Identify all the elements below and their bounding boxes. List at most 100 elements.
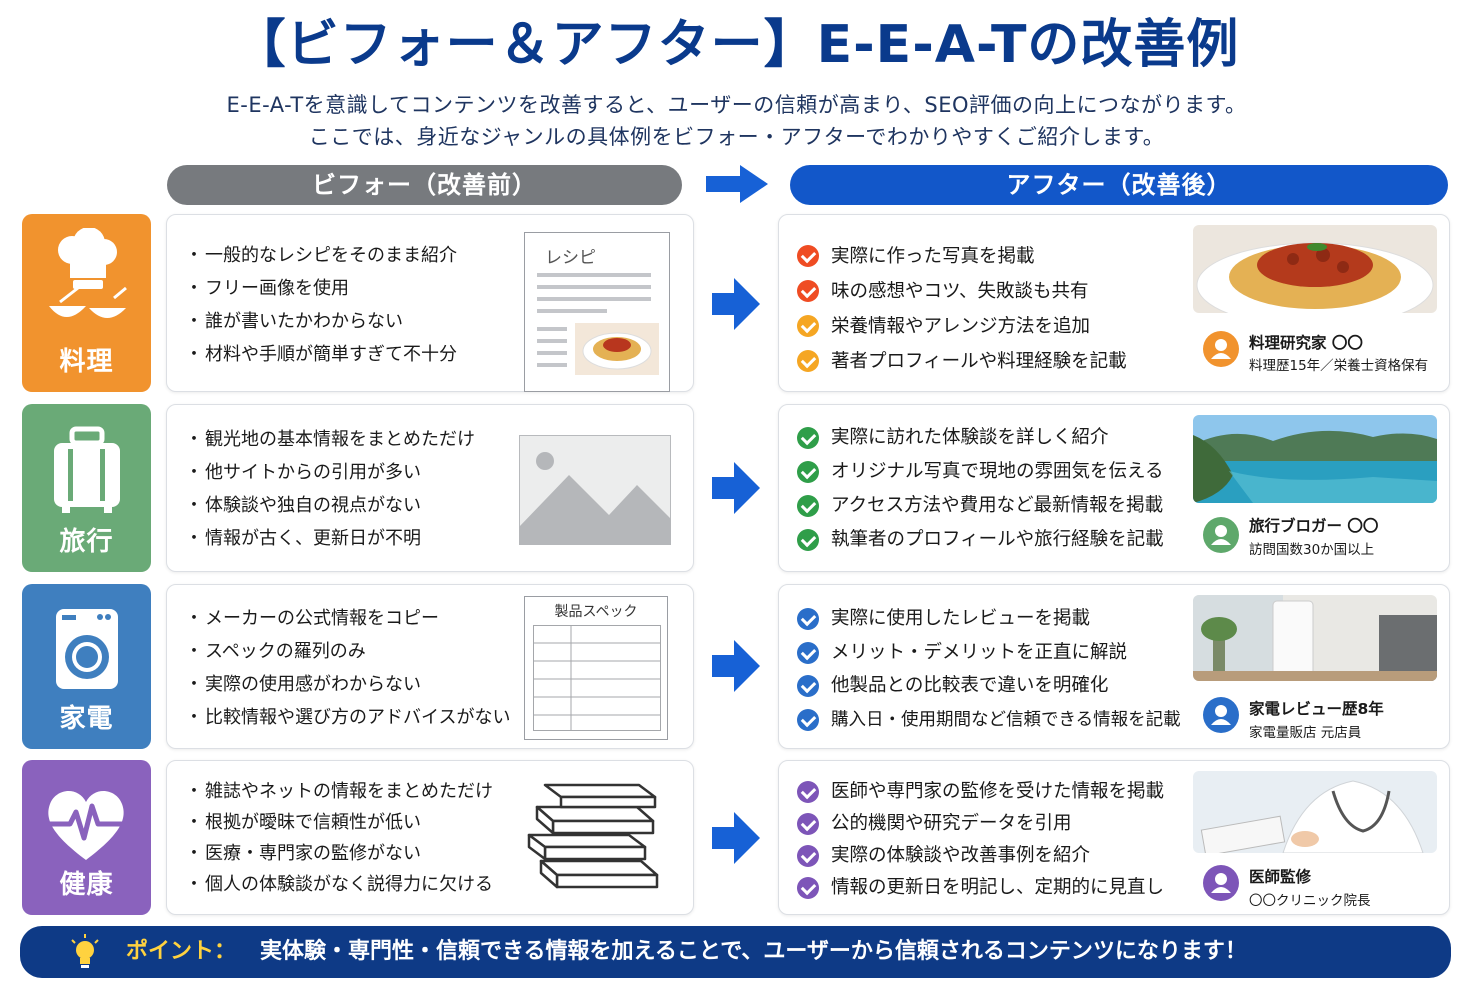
recipe-figure-label: レシピ: [545, 248, 596, 268]
list-item: 個人の体験談がなく説得力に欠ける: [185, 869, 493, 900]
chef-hat-icon: [49, 228, 127, 318]
list-item: 情報の更新日を明記し、定期的に見直し: [797, 872, 1164, 904]
list-item: 観光地の基本情報をまとめただけ: [185, 423, 475, 456]
after-card-travel: 実際に訪れた体験談を詳しく紹介 オリジナル写真で現地の雰囲気を伝える アクセス方…: [778, 404, 1450, 572]
right-arrow-icon: [712, 812, 760, 864]
list-item: 体験談や独自の視点がない: [185, 489, 475, 522]
author-credential: 料理歴15年／栄養士資格保有: [1249, 358, 1429, 374]
check-icon: [797, 641, 819, 664]
author-card: 家電レビュー歴8年 家電量販店 元店員: [1193, 685, 1437, 745]
point-text: 実体験・専門性・信頼できる情報を加えることで、ユーザーから信頼されるコンテンツに…: [260, 939, 1247, 964]
list-item: アクセス方法や費用など最新情報を掲載: [797, 489, 1164, 523]
image-placeholder-icon: [519, 435, 671, 545]
check-icon: [797, 280, 819, 302]
list-item: 雑誌やネットの情報をまとめただけ: [185, 776, 493, 807]
list-item: 著者プロフィールや料理経験を記載: [797, 344, 1127, 379]
check-icon: [797, 461, 819, 483]
category-travel: 旅行: [22, 404, 151, 572]
row-cooking: 料理 一般的なレシピをそのまま紹介 フリー画像を使用 誰が書いたかわからない 材…: [0, 214, 1473, 394]
right-arrow-icon: [712, 278, 760, 330]
list-item: 執筆者のプロフィールや旅行経験を記載: [797, 523, 1164, 557]
category-label: 健康: [59, 870, 114, 900]
before-card-travel: 観光地の基本情報をまとめただけ 他サイトからの引用が多い 体験談や独自の視点がな…: [166, 404, 694, 572]
list-item: フリー画像を使用: [185, 272, 457, 305]
category-label: 料理: [59, 347, 114, 377]
point-banner: ポイント： 実体験・専門性・信頼できる情報を加えることで、ユーザーから信頼される…: [20, 926, 1451, 978]
before-list: 一般的なレシピをそのまま紹介 フリー画像を使用 誰が書いたかわからない 材料や手…: [185, 239, 457, 371]
author-credential: 家電量販店 元店員: [1249, 725, 1362, 741]
washing-machine-icon: [56, 609, 118, 689]
check-icon: [797, 350, 819, 372]
check-icon: [797, 495, 819, 517]
before-list: 雑誌やネットの情報をまとめただけ 根拠が曖昧で信頼性が低い 医療・専門家の監修が…: [185, 776, 493, 900]
after-header: アフター（改善後）: [790, 165, 1448, 205]
list-item: 実際に使用したレビューを掲載: [797, 602, 1181, 636]
check-icon: [797, 245, 819, 267]
avatar: [1203, 517, 1239, 553]
after-card-health: 医師や専門家の監修を受けた情報を掲載 公的機関や研究データを引用 実際の体験談や…: [778, 760, 1450, 915]
list-item: 味の感想やコツ、失敗談も共有: [797, 274, 1127, 309]
avatar: [1203, 865, 1239, 901]
row-travel: 旅行 観光地の基本情報をまとめただけ 他サイトからの引用が多い 体験談や独自の視…: [0, 404, 1473, 574]
list-item: オリジナル写真で現地の雰囲気を伝える: [797, 455, 1164, 489]
before-list: 観光地の基本情報をまとめただけ 他サイトからの引用が多い 体験談や独自の視点がな…: [185, 423, 475, 555]
after-card-appliance: 実際に使用したレビューを掲載 メリット・デメリットを正直に解説 他製品との比較表…: [778, 584, 1450, 749]
row-health: 健康 雑誌やネットの情報をまとめただけ 根拠が曖昧で信頼性が低い 医療・専門家の…: [0, 760, 1473, 916]
check-icon: [797, 708, 819, 731]
row-appliance: 家電 メーカーの公式情報をコピー スペックの羅列のみ 実際の使用感がわからない …: [0, 584, 1473, 750]
author-card: 医師監修 〇〇クリニック院長: [1193, 853, 1437, 913]
avatar: [1203, 331, 1239, 367]
before-card-appliance: メーカーの公式情報をコピー スペックの羅列のみ 実際の使用感がわからない 比較情…: [166, 584, 694, 749]
after-card-cooking: 実際に作った写真を掲載 味の感想やコツ、失敗談も共有 栄養情報やアレンジ方法を追…: [778, 214, 1450, 392]
pasta-photo: [1193, 225, 1437, 313]
after-list: 実際に訪れた体験談を詳しく紹介 オリジナル写真で現地の雰囲気を伝える アクセス方…: [797, 421, 1164, 557]
header-arrow-icon: [706, 165, 768, 203]
check-icon: [797, 529, 819, 551]
spec-sheet-figure: 製品スペック: [524, 596, 668, 740]
suitcase-icon: [54, 426, 120, 513]
check-icon: [797, 781, 819, 803]
list-item: 公的機関や研究データを引用: [797, 808, 1164, 840]
author-card: 料理研究家 〇〇 料理歴15年／栄養士資格保有: [1193, 319, 1437, 379]
category-health: 健康: [22, 760, 151, 915]
author-credential: 〇〇クリニック院長: [1249, 893, 1371, 909]
list-item: 医療・専門家の監修がない: [185, 838, 493, 869]
before-card-health: 雑誌やネットの情報をまとめただけ 根拠が曖昧で信頼性が低い 医療・専門家の監修が…: [166, 760, 694, 915]
after-list: 実際に使用したレビューを掲載 メリット・デメリットを正直に解説 他製品との比較表…: [797, 602, 1181, 737]
right-arrow-icon: [712, 640, 760, 692]
list-item: 購入日・使用期間など信頼できる情報を記載: [797, 703, 1181, 738]
list-item: 実際に作った写真を掲載: [797, 239, 1127, 274]
coast-photo: [1193, 415, 1437, 503]
list-item: 一般的なレシピをそのまま紹介: [185, 239, 457, 272]
category-appliance: 家電: [22, 584, 151, 749]
list-item: 実際の体験談や改善事例を紹介: [797, 840, 1164, 872]
check-icon: [797, 315, 819, 337]
author-credential: 訪問国数30か国以上: [1249, 542, 1375, 558]
list-item: 情報が古く、更新日が不明: [185, 522, 475, 555]
subtitle-line-1: E-E-A-Tを意識してコンテンツを改善すると、ユーザーの信頼が高まり、SEO評…: [226, 93, 1247, 117]
list-item: 比較情報や選び方のアドバイスがない: [185, 701, 510, 734]
list-item: 医師や専門家の監修を受けた情報を掲載: [797, 776, 1164, 808]
author-name: 家電レビュー歴8年: [1249, 700, 1384, 718]
doctor-photo: [1193, 771, 1437, 853]
document-lines-icon: [537, 273, 659, 375]
list-item: メリット・デメリットを正直に解説: [797, 636, 1181, 670]
list-item: 誰が書いたかわからない: [185, 305, 457, 338]
check-icon: [797, 427, 819, 449]
spec-figure-label: 製品スペック: [554, 604, 638, 620]
author-name: 旅行ブロガー 〇〇: [1249, 517, 1379, 535]
lightbulb-icon: [71, 934, 99, 968]
avatar: [1203, 697, 1239, 733]
spec-table-icon: [533, 625, 661, 731]
page-title: 【ビフォー＆アフター】E-E-A-Tの改善例: [233, 15, 1240, 75]
before-list: メーカーの公式情報をコピー スペックの羅列のみ 実際の使用感がわからない 比較情…: [185, 602, 510, 734]
right-arrow-icon: [712, 462, 760, 514]
air-purifier-photo: [1193, 595, 1437, 681]
list-item: 実際の使用感がわからない: [185, 668, 510, 701]
category-label: 家電: [59, 704, 114, 734]
check-icon: [797, 813, 819, 835]
list-item: スペックの羅列のみ: [185, 635, 510, 668]
heart-pulse-icon: [48, 790, 124, 860]
category-label: 旅行: [59, 527, 114, 557]
